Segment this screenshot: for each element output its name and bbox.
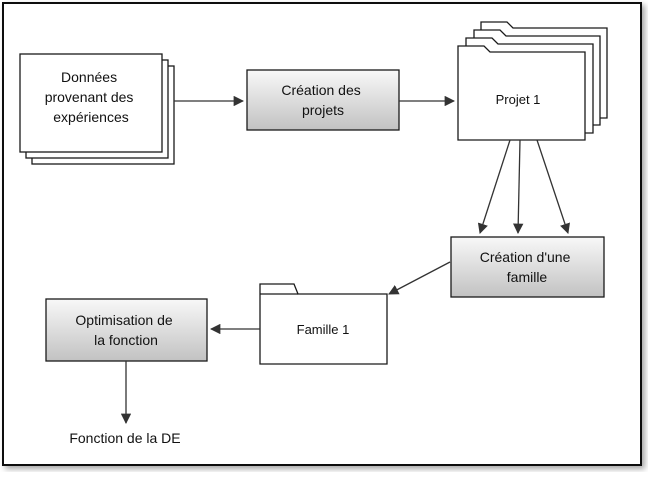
famille-label: Famille 1 — [297, 322, 350, 337]
optimisation-label: Optimisation de la fonction — [75, 312, 176, 348]
projet-label: Projet 1 — [496, 92, 541, 107]
arrow-projet-to-famille-left — [477, 139, 511, 234]
fonction-label: Fonction de la DE — [69, 430, 180, 446]
famille-folder: Famille 1 — [259, 283, 388, 365]
donnees-stack: Données provenant des expériences — [19, 53, 175, 165]
arrow-projet-to-famille-right — [536, 139, 570, 234]
creation-projets-box: Création des projets — [246, 69, 400, 131]
arrow-creation-famille-to-famille — [388, 261, 451, 295]
optimisation-box: Optimisation de la fonction — [45, 298, 208, 362]
arrow-projet-to-famille-middle — [513, 139, 524, 235]
creation-projets-label: Création des projets — [281, 82, 364, 118]
creation-famille-label: Création d'une famille — [480, 249, 575, 285]
creation-famille-box: Création d'une famille — [450, 236, 605, 298]
donnees-label: Données provenant des expériences — [45, 69, 138, 125]
projet-folder-stack: Projet 1 — [457, 21, 608, 141]
